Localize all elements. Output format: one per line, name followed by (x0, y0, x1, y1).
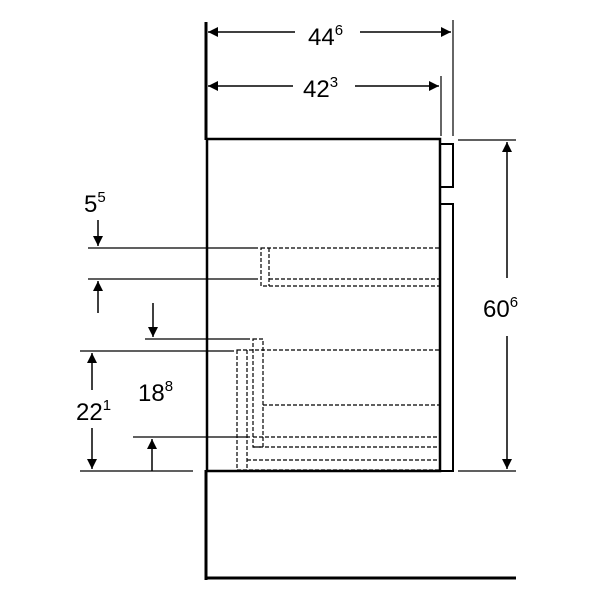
dim-label-drawer-gap: 55 (84, 189, 106, 218)
lower-front-panel (439, 203, 454, 472)
dim-label-lower-inner-height: 188 (138, 378, 173, 407)
lower-drawer-outline (236, 349, 441, 471)
lower-inner-box-side (252, 338, 264, 448)
upper-front-panel (439, 143, 454, 188)
dimension-labels: 446 423 606 55 221 188 (76, 22, 518, 426)
dim-label-overall-depth: 446 (308, 22, 343, 51)
extension-lines (80, 20, 516, 472)
dimension-lines (87, 27, 512, 471)
dim-label-height: 606 (483, 294, 518, 323)
wall-floor-lines (204, 22, 516, 580)
cabinet-body (205, 137, 454, 473)
hidden-drawers (236, 247, 441, 471)
dim-label-body-depth: 423 (303, 74, 338, 103)
dim-label-lower-height: 221 (76, 397, 111, 426)
cabinet-outline (205, 137, 442, 473)
upper-drawer-outline (260, 247, 441, 287)
